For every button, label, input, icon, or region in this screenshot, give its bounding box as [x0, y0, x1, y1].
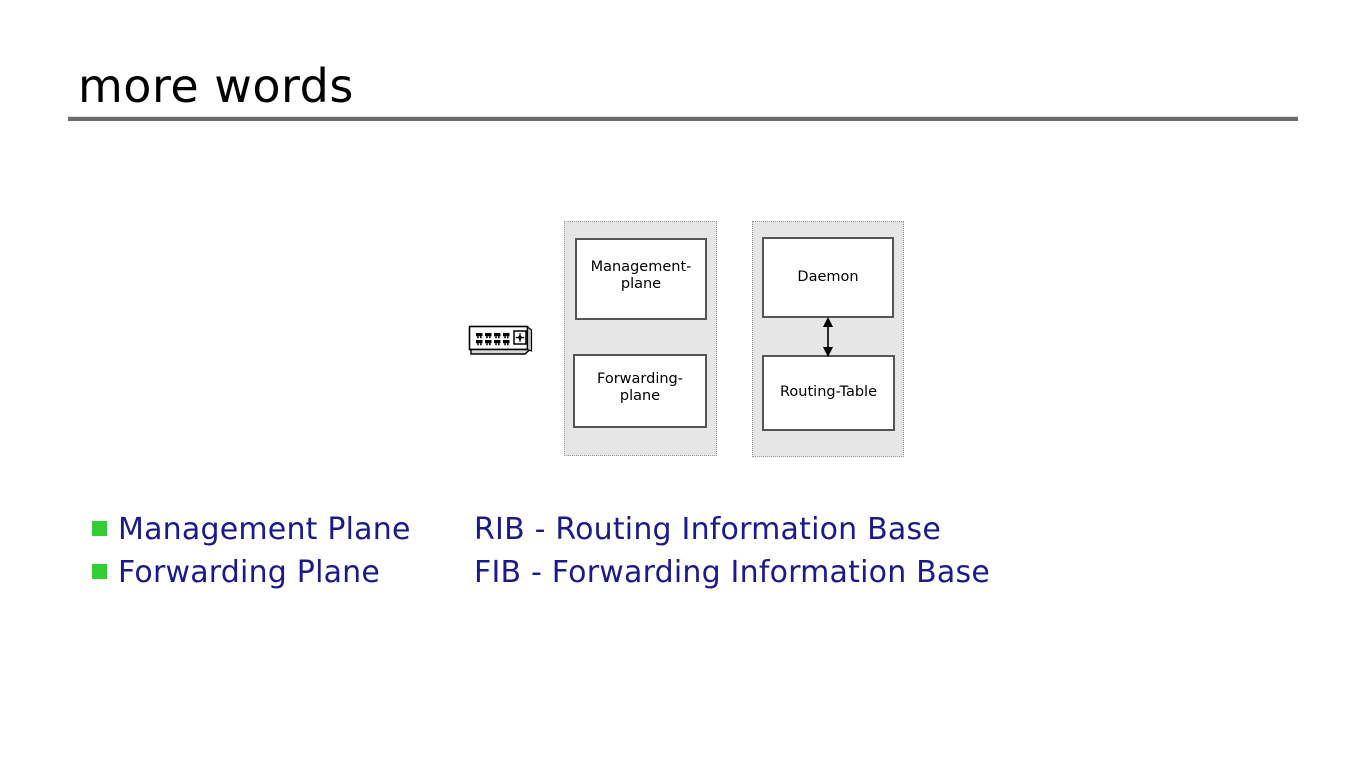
- network-switch-icon: [468, 325, 534, 359]
- list-item: Forwarding Plane: [92, 551, 462, 594]
- list-item-label: Forwarding Plane: [118, 555, 381, 590]
- node-daemon: Daemon: [762, 237, 894, 318]
- node-routing-table-label: Routing-Table: [780, 384, 877, 401]
- list-item-label: Management Plane: [118, 512, 411, 547]
- list-item-label: RIB - Routing Information Base: [474, 512, 941, 547]
- list-item-label: FIB - Forwarding Information Base: [474, 555, 990, 590]
- list-item: RIB - Routing Information Base: [474, 508, 1094, 551]
- bullet-list-right: RIB - Routing Information Base FIB - For…: [474, 508, 1094, 594]
- page-title: more words: [78, 59, 354, 113]
- title-divider: [68, 116, 1298, 121]
- square-bullet-icon: [92, 521, 107, 536]
- node-daemon-label: Daemon: [797, 268, 859, 285]
- node-routing-table: Routing-Table: [762, 355, 895, 431]
- node-forwarding-plane-label: Forwarding-plane: [597, 370, 683, 404]
- square-bullet-icon: [92, 564, 107, 579]
- node-management-plane: Management-plane: [575, 238, 707, 320]
- node-management-plane-label: Management-plane: [590, 258, 692, 292]
- node-forwarding-plane: Forwarding-plane: [573, 354, 707, 428]
- bullet-list-left: Management Plane Forwarding Plane: [92, 508, 462, 594]
- list-item: Management Plane: [92, 508, 462, 551]
- list-item: FIB - Forwarding Information Base: [474, 551, 1094, 594]
- double-headed-arrow-icon: [814, 316, 842, 358]
